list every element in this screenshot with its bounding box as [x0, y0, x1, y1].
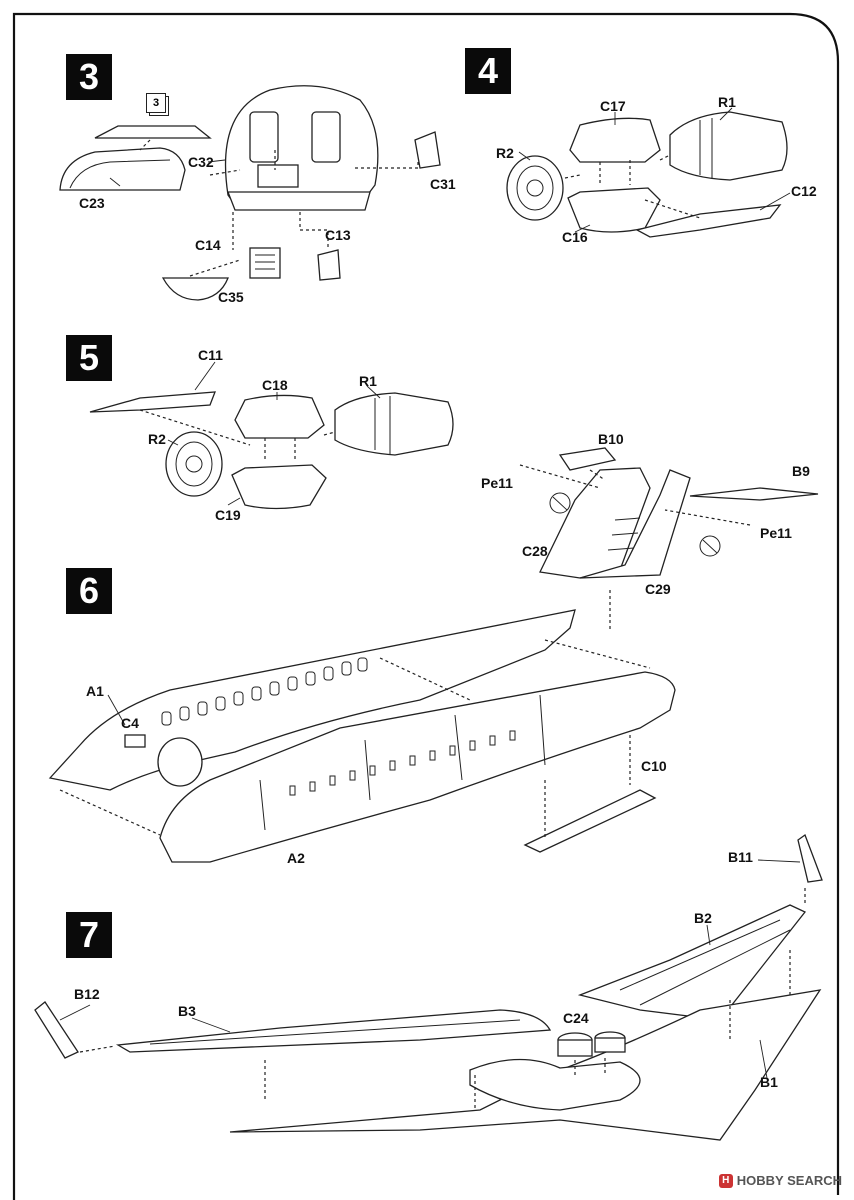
part-b10 — [558, 447, 617, 471]
step-6-badge: 6 — [66, 568, 112, 614]
step6-drawing — [48, 609, 676, 863]
label-a1: A1 — [86, 683, 104, 699]
step5-drawing — [89, 391, 819, 630]
label-b2: B2 — [694, 910, 712, 926]
part-c24-b-body — [594, 1037, 626, 1053]
label-c10: C10 — [641, 758, 667, 774]
a2-windows — [289, 730, 516, 796]
step-7-badge: 7 — [66, 912, 112, 958]
part-c13 — [317, 249, 341, 281]
label-c23: C23 — [79, 195, 105, 211]
part-c17 — [569, 117, 661, 163]
label-c4: C4 — [121, 715, 139, 731]
part-b11 — [797, 833, 823, 883]
part-c14-floor — [227, 191, 371, 211]
label-c18: C18 — [262, 377, 288, 393]
label-c12: C12 — [791, 183, 817, 199]
part-cockpit-bulkhead — [224, 85, 379, 206]
seat-left — [249, 111, 279, 163]
step7-drawing — [34, 833, 823, 1141]
watermark-text: HOBBY SEARCH — [736, 1173, 842, 1188]
label-c32: C32 — [188, 154, 214, 170]
part-b9 — [689, 487, 819, 501]
part-a2 — [159, 671, 676, 863]
leader-lines — [59, 107, 801, 1079]
watermark-logo-icon: H — [718, 1173, 733, 1188]
label-c19: C19 — [215, 507, 241, 523]
label-b1: B1 — [760, 1074, 778, 1090]
watermark: H HOBBY SEARCH — [718, 1173, 842, 1188]
label-c24: C24 — [563, 1010, 589, 1026]
sheet-border — [12, 12, 840, 1200]
cockpit-bulkhead-a — [157, 737, 203, 787]
part-c10 — [523, 789, 657, 853]
label-r1: R1 — [718, 94, 736, 110]
label-c29: C29 — [645, 581, 671, 597]
label-c28: C28 — [522, 543, 548, 559]
part-r2 — [506, 155, 564, 221]
part-c31 — [414, 131, 441, 169]
label-r2-step5: R2 — [148, 431, 166, 447]
part-c19 — [231, 464, 327, 510]
step-3-badge: 3 — [66, 54, 112, 100]
step3-drawing — [59, 85, 441, 301]
part-c12 — [635, 204, 782, 238]
a1-windows — [161, 657, 368, 726]
step-5-badge: 5 — [66, 335, 112, 381]
label-b10: B10 — [598, 431, 624, 447]
step-4-badge: 4 — [465, 48, 511, 94]
part-r1 — [669, 111, 788, 181]
label-b12: B12 — [74, 986, 100, 1002]
reference-step-box: 3 — [146, 93, 166, 113]
label-c11: C11 — [198, 347, 223, 363]
part-c11 — [89, 391, 216, 413]
label-r2: R2 — [496, 145, 514, 161]
label-r1-step5: R1 — [359, 373, 377, 389]
label-c13: C13 — [325, 227, 351, 243]
step4-drawing — [506, 111, 788, 238]
part-c4 — [124, 734, 146, 748]
wing-center-section — [469, 1058, 641, 1111]
label-c31: C31 — [430, 176, 456, 192]
part-c23-top — [94, 125, 212, 139]
label-b11: B11 — [728, 849, 753, 865]
part-c18 — [234, 394, 325, 439]
seat-right — [311, 111, 341, 163]
part-c29 — [579, 469, 691, 579]
label-c14: C14 — [195, 237, 221, 253]
center-console — [257, 164, 299, 188]
part-r2-step5 — [165, 431, 223, 497]
part-c24-a-body — [557, 1039, 593, 1057]
part-c14 — [249, 247, 281, 279]
label-a2: A2 — [287, 850, 305, 866]
label-b9: B9 — [792, 463, 810, 479]
label-pe11-left: Pe11 — [481, 475, 513, 491]
part-c35 — [161, 277, 229, 301]
part-r1-step5 — [334, 392, 454, 456]
part-c16 — [567, 187, 661, 233]
part-b3 — [115, 1009, 552, 1053]
label-pe11-right: Pe11 — [760, 525, 792, 541]
part-b12 — [34, 1001, 79, 1059]
label-b3: B3 — [178, 1003, 196, 1019]
part-c23 — [59, 147, 186, 191]
label-c35: C35 — [218, 289, 244, 305]
label-c16: C16 — [562, 229, 588, 245]
label-c17: C17 — [600, 98, 626, 114]
